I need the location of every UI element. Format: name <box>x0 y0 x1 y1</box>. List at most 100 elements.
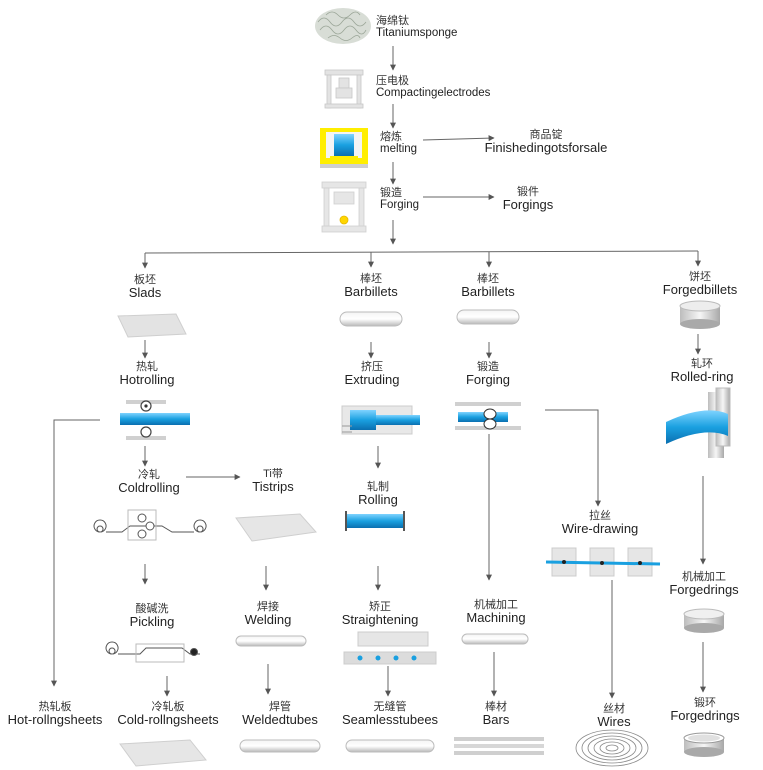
forged-billet-disc-icon <box>679 300 721 329</box>
welding-tube-icon <box>235 635 307 647</box>
branch-bus <box>144 250 699 254</box>
node-zh: 轧制 <box>367 481 389 493</box>
node-slabs: 板坯 Slads <box>105 274 185 301</box>
melting-furnace-icon <box>320 128 368 168</box>
node-bars: 棒材 Bars <box>466 701 526 728</box>
node-zh: 棒坯 <box>477 273 499 285</box>
node-wire-drawing: 拉丝 Wire-drawing <box>552 510 648 537</box>
node-en: melting <box>380 143 418 156</box>
compacting-press-icon <box>324 69 364 109</box>
node-zh: 酸碱洗 <box>135 603 169 615</box>
node-forged-rings: 锻环 Forgedrings <box>658 697 752 724</box>
node-zh: 商品锭 <box>529 129 563 141</box>
node-zh: 矫正 <box>369 601 391 613</box>
node-en: Coldrolling <box>118 480 180 496</box>
node-zh: 压电极 <box>376 75 409 87</box>
bars-product-icon <box>454 737 544 755</box>
tube-rolling-icon <box>345 511 405 531</box>
node-zh: 棒材 <box>485 701 507 713</box>
node-en: Titaniumsponge <box>376 27 458 40</box>
slab-sheet-icon <box>117 313 187 338</box>
node-forged-billets: 饼坯 Forgedbillets <box>648 271 752 298</box>
node-compacting: 压电极 Compactingelectrodes <box>376 75 490 100</box>
node-welded-tubes: 焊管 Weldedtubes <box>232 701 328 728</box>
forged-ring-product-icon <box>683 732 725 757</box>
node-pickling: 酸碱洗 Pickling <box>112 603 192 630</box>
node-en: Hotrolling <box>119 372 175 388</box>
node-en: Wire-drawing <box>561 521 639 537</box>
node-forged-rings-machined: 机械加工 Forgedrings <box>660 571 748 598</box>
node-en: Finishedingotsforsale <box>484 140 608 156</box>
node-en: Forging <box>380 199 419 212</box>
node-hot-rolling-sheets: 热轧板 Hot-rollngsheets <box>0 701 110 728</box>
node-bar-billets-1: 棒坯 Barbillets <box>330 273 412 300</box>
node-hot-rolling: 热轧 Hotrolling <box>105 361 189 388</box>
node-zh: 挤压 <box>361 361 383 373</box>
machining-rod-icon <box>461 633 529 645</box>
cold-rolling-line-icon <box>93 509 207 541</box>
node-en: Bars <box>482 712 510 728</box>
node-zh: 冷轧 <box>138 469 160 481</box>
pickling-line-icon <box>105 641 200 663</box>
node-zh: 轧环 <box>691 358 713 370</box>
open-die-forging-icon <box>455 402 521 430</box>
node-en: Forgedbillets <box>662 282 738 298</box>
bar-billet-rod-icon-2 <box>456 309 520 325</box>
node-zh: 丝材 <box>603 703 625 715</box>
wire-coil-icon <box>575 729 649 767</box>
forging-press-icon <box>321 181 367 233</box>
node-en: Weldedtubes <box>242 712 318 728</box>
arrow-melting-to-ingots <box>422 135 495 142</box>
node-melting: 熔炼 melting <box>380 131 417 156</box>
node-welding: 焊接 Welding <box>230 601 306 628</box>
node-en: Straightening <box>341 612 419 628</box>
node-en: Compactingelectrodes <box>376 87 491 100</box>
node-ti-strips: Ti带 Tistrips <box>236 468 310 495</box>
node-cold-rolling: 冷轧 Coldrolling <box>106 469 192 496</box>
node-forging-mid: 锻造 Forging <box>448 361 528 388</box>
node-zh: 无缝管 <box>373 701 407 713</box>
node-en: Hot-rollngsheets <box>7 712 103 728</box>
node-en: Seamlesstubees <box>341 712 439 728</box>
node-en: Forgings <box>502 197 554 213</box>
node-zh: 焊接 <box>257 601 279 613</box>
node-en: Welding <box>244 612 292 628</box>
node-zh: 海绵钛 <box>376 15 409 27</box>
node-zh: 机械加工 <box>682 571 726 583</box>
extrusion-press-icon <box>341 405 420 435</box>
node-titanium-sponge: 海绵钛 Titaniumsponge <box>376 15 457 40</box>
node-machining: 机械加工 Machining <box>456 599 536 626</box>
node-zh: 锻件 <box>517 186 539 198</box>
node-zh: 棒坯 <box>360 273 382 285</box>
arrow-forging-to-wiredrawing <box>545 409 601 507</box>
hot-rolling-mill-icon <box>120 400 190 440</box>
node-straightening: 矫正 Straightening <box>334 601 426 628</box>
node-en: Barbillets <box>461 284 515 300</box>
node-en: Forging <box>465 372 511 388</box>
straightening-machine-icon <box>343 631 437 665</box>
node-en: Rolled-ring <box>670 369 734 385</box>
node-zh: 锻环 <box>694 697 716 709</box>
node-rolling: 轧制 Rolling <box>340 481 416 508</box>
node-en: Machining <box>466 610 526 626</box>
arrow-hotrolling-to-hotsheets <box>51 419 100 687</box>
node-zh: 锻造 <box>380 187 402 199</box>
node-en: Tistrips <box>252 479 294 495</box>
node-zh: 冷轧板 <box>151 701 185 713</box>
bar-billet-rod-icon <box>339 311 403 327</box>
node-extruding: 挤压 Extruding <box>330 361 414 388</box>
node-zh: 热轧板 <box>38 701 72 713</box>
wire-drawing-line-icon <box>545 547 661 577</box>
node-forging-top: 锻造 Forging <box>380 187 419 212</box>
ti-strip-sheet-icon <box>235 513 317 542</box>
node-zh: 机械加工 <box>474 599 518 611</box>
ring-rolling-icon <box>666 387 731 458</box>
node-seamless-tubes: 无缝管 Seamlesstubees <box>336 701 444 728</box>
node-en: Extruding <box>344 372 400 388</box>
titanium-sponge-icon <box>315 8 371 44</box>
machined-ring-disc-icon <box>683 608 725 633</box>
node-zh: 饼坯 <box>689 271 711 283</box>
node-en: Pickling <box>129 614 175 630</box>
